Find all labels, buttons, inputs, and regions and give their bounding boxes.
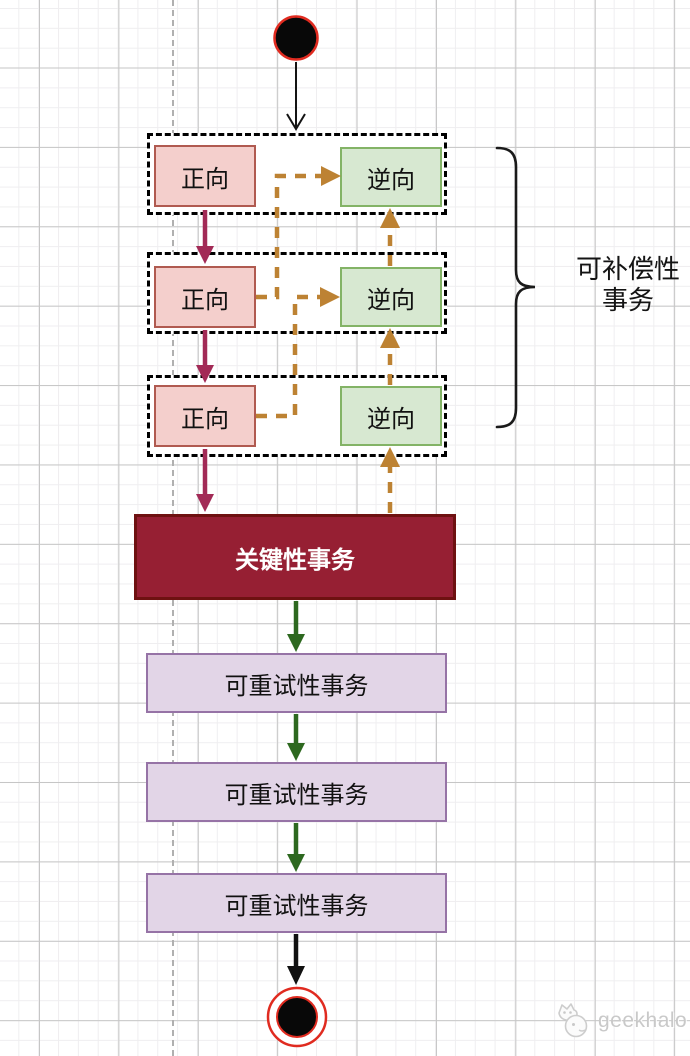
- reverse-step-1: 逆向: [340, 147, 442, 207]
- retry-flow-arrows: [287, 601, 305, 872]
- compensable-brace-label-line1: 可补偿性: [575, 254, 680, 284]
- compensable-brace-label-line2: 事务: [601, 285, 654, 315]
- final-arrow: [287, 934, 305, 985]
- compensable-brace: [495, 146, 536, 429]
- compensation-route-arrows: [256, 173, 393, 513]
- compensable-brace-label: 可补偿性 事务: [575, 254, 681, 316]
- start-node-icon: [273, 15, 319, 61]
- retryable-transaction-2: 可重试性事务: [146, 762, 447, 822]
- end-node-icon: [266, 986, 328, 1048]
- critical-transaction-label: 关键性事务: [235, 546, 355, 574]
- reverse-step-2-label: 逆向: [367, 286, 415, 314]
- watermark: geekhalo: [552, 1000, 687, 1042]
- start-arrow: [286, 62, 306, 131]
- reverse-step-3: 逆向: [340, 386, 442, 446]
- forward-step-1: 正向: [154, 145, 256, 207]
- watermark-cat-icon: [558, 1003, 588, 1038]
- reverse-step-2: 逆向: [340, 267, 442, 327]
- forward-step-1-label: 正向: [181, 165, 229, 193]
- forward-step-3-label: 正向: [181, 405, 229, 433]
- retryable-transaction-1: 可重试性事务: [146, 653, 447, 713]
- watermark-text: geekhalo: [598, 1009, 688, 1032]
- forward-step-3: 正向: [154, 385, 256, 447]
- retryable-transaction-1-label: 可重试性事务: [224, 672, 369, 700]
- forward-step-2-label: 正向: [181, 286, 229, 314]
- reverse-step-3-label: 逆向: [367, 405, 415, 433]
- forward-step-2: 正向: [154, 266, 256, 328]
- reverse-step-1-label: 逆向: [367, 166, 415, 194]
- critical-transaction: 关键性事务: [134, 514, 456, 600]
- retryable-transaction-3: 可重试性事务: [146, 873, 447, 933]
- retryable-transaction-2-label: 可重试性事务: [224, 781, 369, 809]
- retryable-transaction-3-label: 可重试性事务: [224, 892, 369, 920]
